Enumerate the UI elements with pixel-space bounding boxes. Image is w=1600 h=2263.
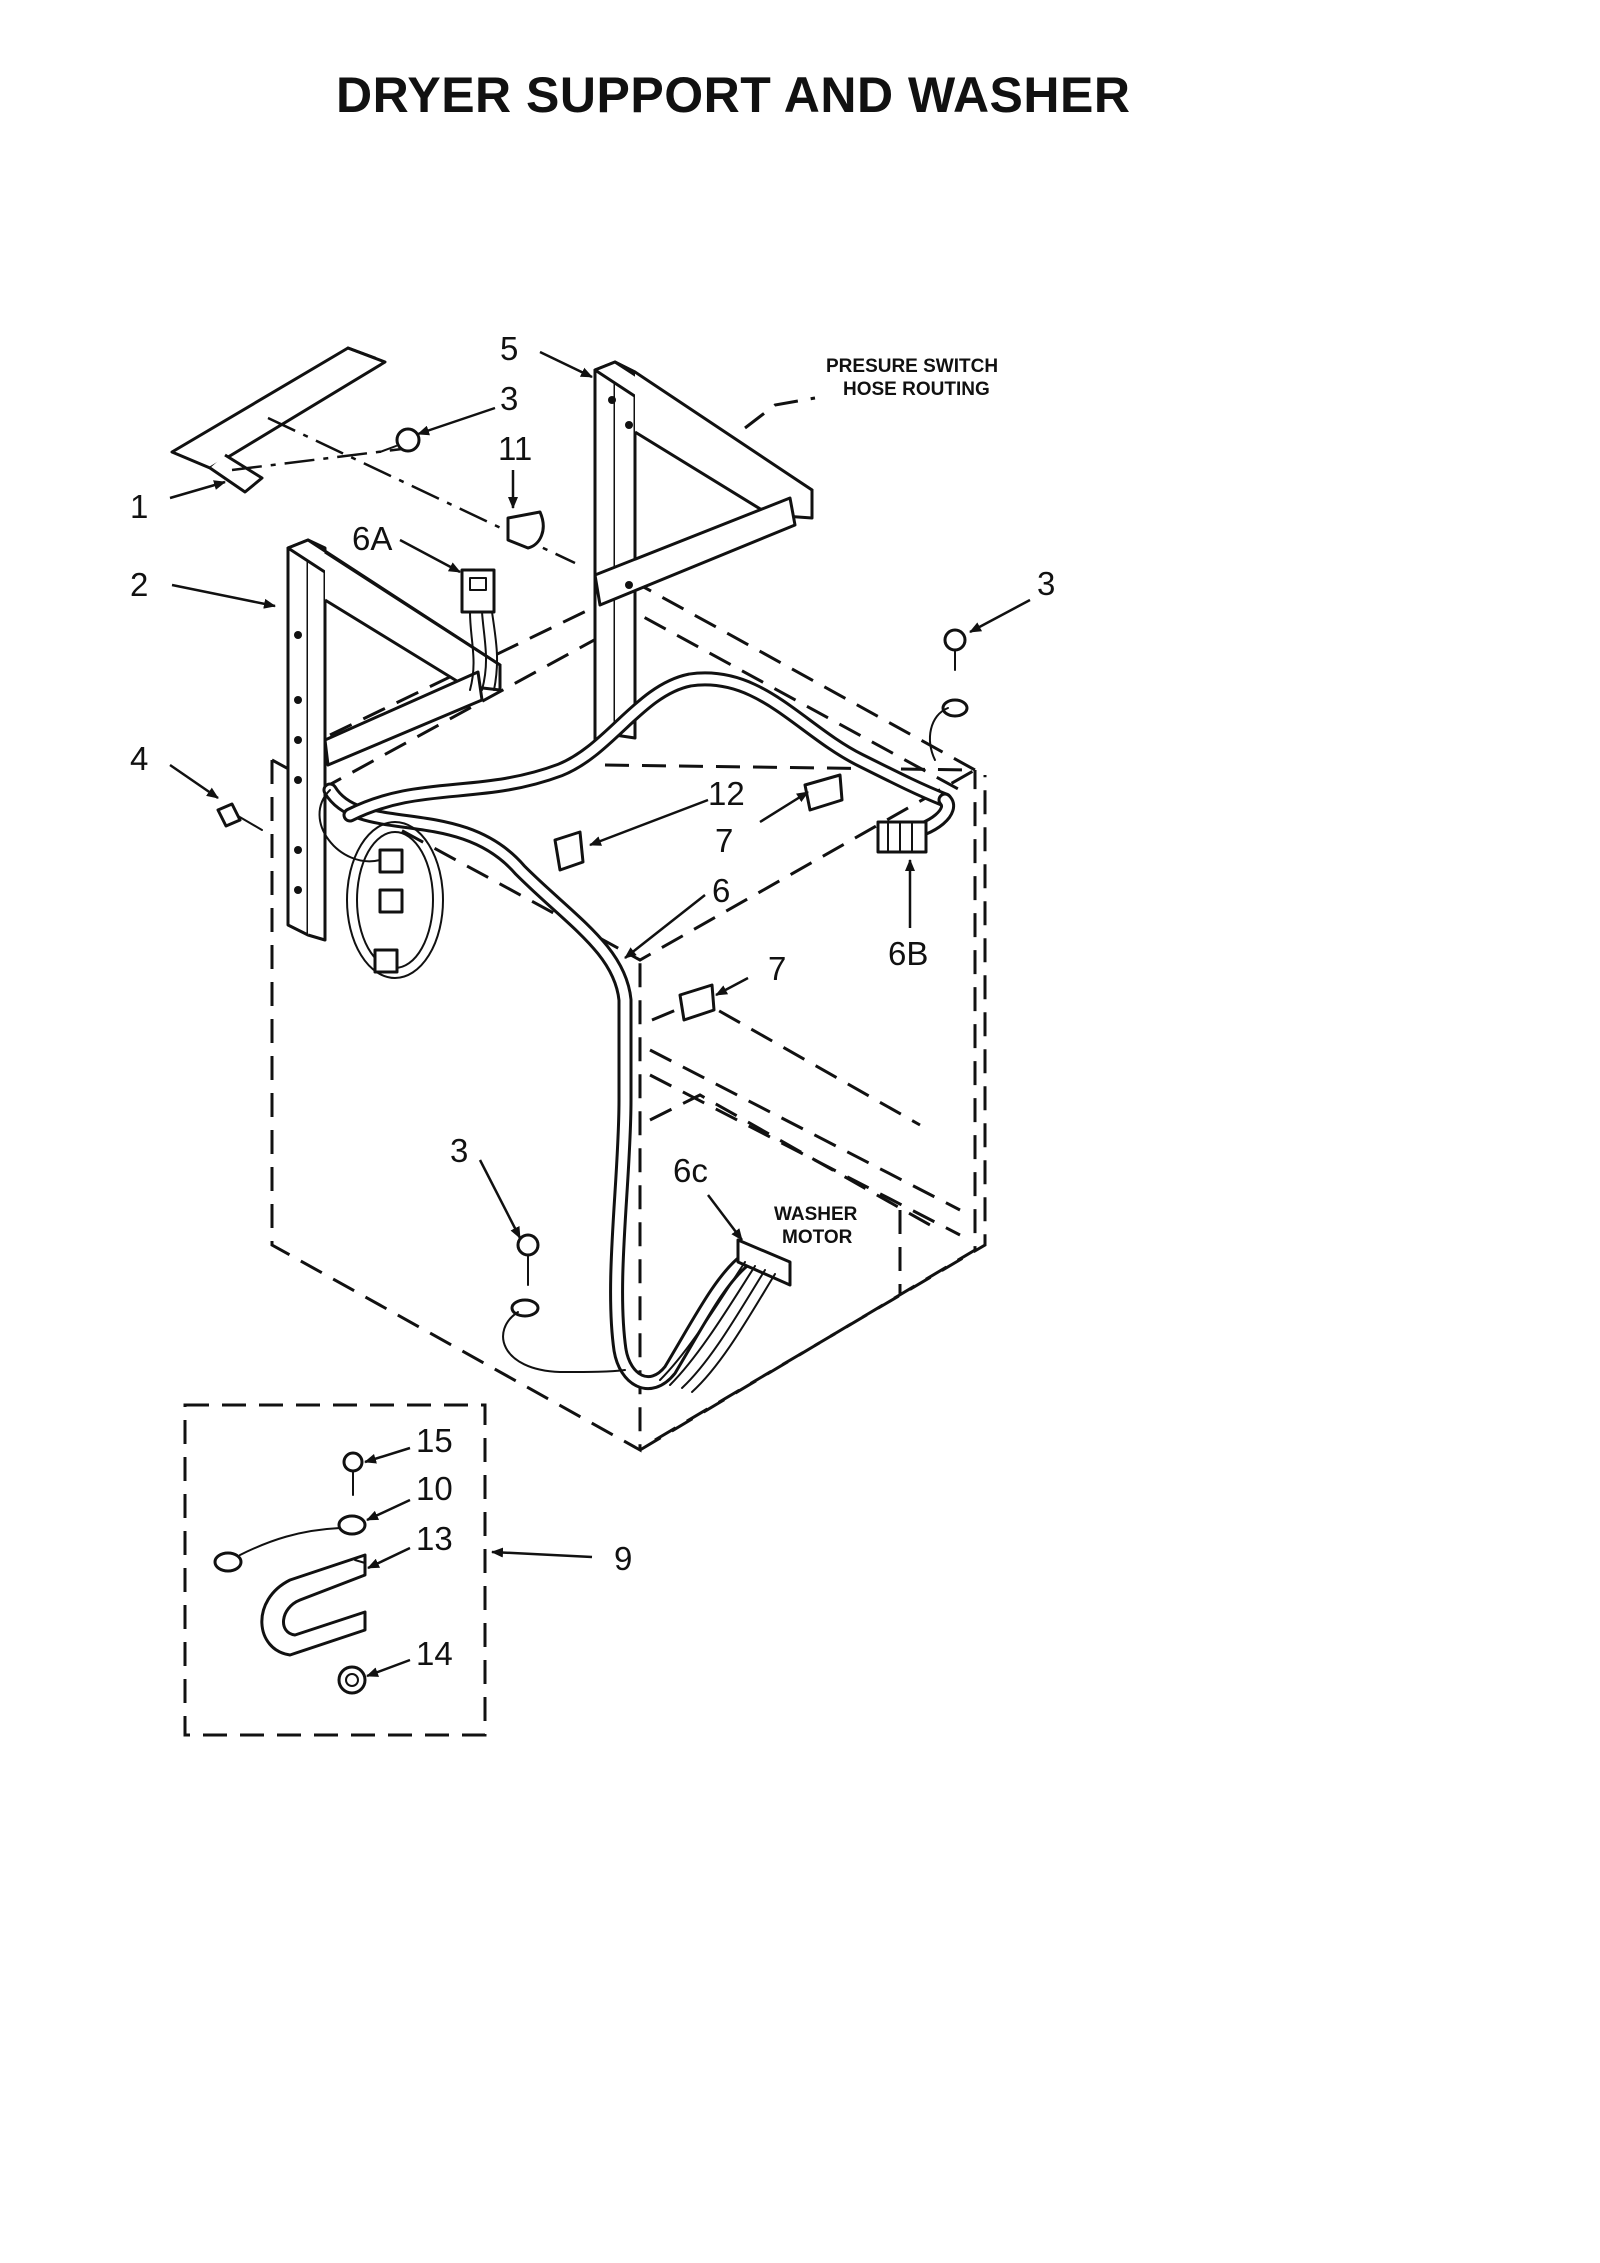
- hose-routing-line: [744, 396, 816, 430]
- part-1-bracket: [170, 346, 576, 565]
- callout-7-lower: 7: [768, 950, 786, 987]
- part-6-wire-harness: [318, 671, 955, 1390]
- part-6B-connector: [876, 820, 928, 854]
- part-3-screw-bottom: [502, 1233, 626, 1373]
- part-7-clip-lower: [678, 983, 716, 1022]
- callout-6c: 6c: [673, 1152, 708, 1189]
- callout-1: 1: [130, 488, 148, 525]
- part-9-kit-box: [183, 1403, 487, 1737]
- part-3-screw-top: [379, 427, 421, 453]
- part-11-clip: [506, 510, 545, 550]
- part-9-ground-strap-kit: [213, 1451, 367, 1695]
- callout-4: 4: [130, 740, 148, 777]
- part-6c-connector: [659, 1238, 792, 1393]
- part-12-clip: [553, 830, 585, 872]
- note-washer-motor-line1: WASHER: [774, 1204, 858, 1225]
- part-3-screw-right: [928, 628, 969, 761]
- callout-6: 6: [712, 872, 730, 909]
- page-title: DRYER SUPPORT AND WASHER: [336, 67, 1131, 123]
- part-7-clip-upper: [803, 773, 844, 812]
- part-4-screw: [216, 802, 263, 831]
- part-6A-connector: [460, 568, 499, 691]
- callout-3-top: 3: [500, 380, 518, 417]
- callout-10: 10: [416, 1470, 453, 1507]
- callout-15: 15: [416, 1422, 453, 1459]
- note-washer-motor-line2: MOTOR: [782, 1227, 853, 1248]
- part-2-front-support: [286, 538, 502, 942]
- callout-2: 2: [130, 566, 148, 603]
- note-pressure-switch-line1: PRESURE SWITCH: [826, 356, 998, 377]
- callout-11: 11: [498, 430, 532, 467]
- callout-6B: 6B: [888, 935, 928, 972]
- callout-14: 14: [416, 1635, 453, 1672]
- callout-3-right: 3: [1037, 565, 1055, 602]
- callout-13: 13: [416, 1520, 453, 1557]
- leader-lines: [169, 350, 1031, 1678]
- callout-3-bottom: 3: [450, 1132, 468, 1169]
- callout-7-upper: 7: [715, 822, 733, 859]
- callout-12: 12: [708, 775, 745, 812]
- part-5-rear-support: [593, 360, 814, 747]
- callout-9: 9: [614, 1540, 632, 1577]
- callout-6A: 6A: [352, 520, 392, 557]
- callout-5: 5: [500, 330, 518, 367]
- note-pressure-switch-line2: HOSE ROUTING: [843, 379, 990, 400]
